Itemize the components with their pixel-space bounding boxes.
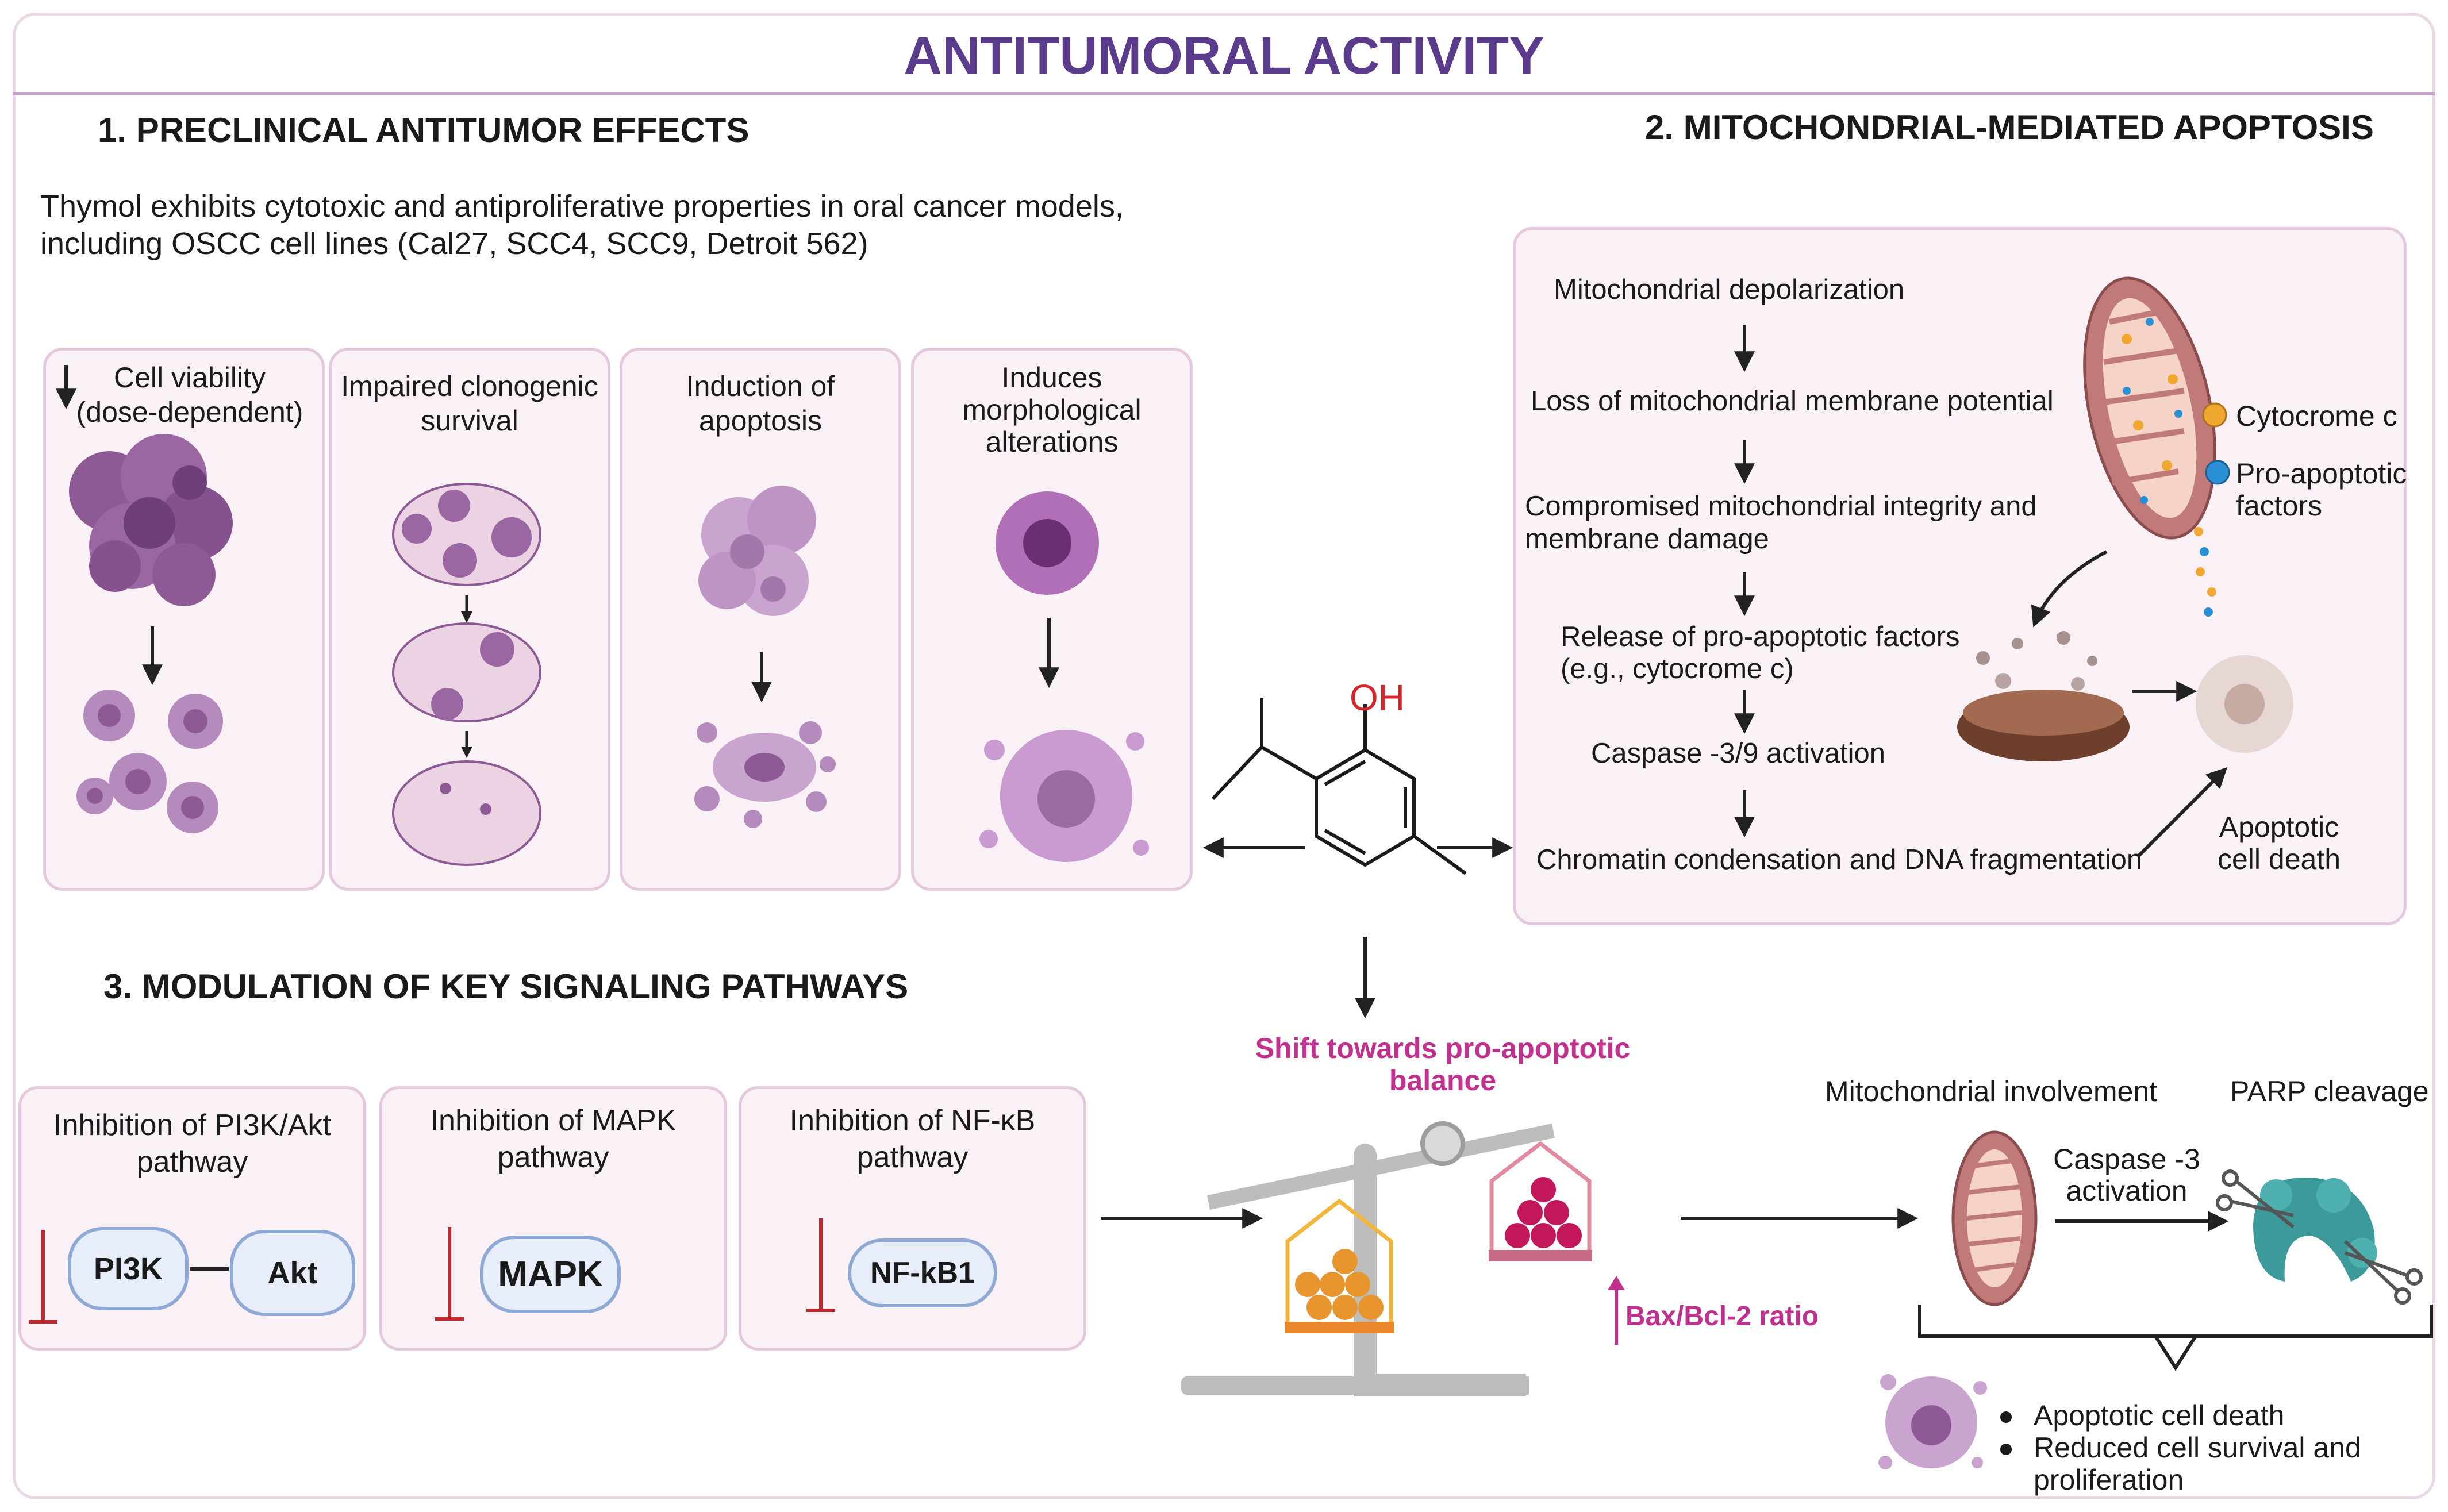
apoptotic-death-line1: Apoptotic bbox=[2219, 811, 2339, 843]
anti-apoptotic-pan-icon bbox=[1285, 1198, 1394, 1333]
panel1-label-line2: (dose-dependent) bbox=[76, 396, 303, 428]
section2-heading: 2. MITOCHONDRIAL-MEDIATED APOPTOSIS bbox=[1645, 108, 2374, 147]
pathway3-line2: pathway bbox=[856, 1141, 969, 1174]
title-rule bbox=[13, 92, 2435, 95]
parp-cleavage-label: PARP cleavage bbox=[2230, 1075, 2429, 1107]
apoptotic-cell-icon bbox=[2196, 655, 2293, 753]
ratio-up-arrow-icon bbox=[1608, 1276, 1625, 1345]
pathway2-line2: pathway bbox=[497, 1141, 609, 1174]
pathway1-line2: pathway bbox=[136, 1145, 248, 1179]
apoptotic-cell-outcome-icon bbox=[1878, 1374, 1987, 1469]
hydroxyl-label: OH bbox=[1350, 677, 1405, 718]
apoptotic-death-line2: cell death bbox=[2217, 843, 2341, 875]
panel2-label-line1: Impaired clonogenic bbox=[341, 370, 598, 402]
panel3-label-line2: apoptosis bbox=[698, 405, 823, 437]
colony-dish-sparse-icon bbox=[392, 760, 541, 866]
shift-line2: balance bbox=[1389, 1064, 1497, 1097]
reduced-cells-icon bbox=[76, 690, 223, 833]
outcome-bullet2-line2: proliferation bbox=[2034, 1464, 2184, 1496]
outcome-bullet2-line1: Reduced cell survival and bbox=[2034, 1432, 2361, 1464]
spiky-cell-icon bbox=[996, 491, 1099, 595]
mapk-node: MAPK bbox=[480, 1236, 621, 1313]
pi3k-node: PI3K bbox=[68, 1227, 189, 1310]
main-title: ANTITUMORAL ACTIVITY bbox=[904, 26, 1544, 85]
step-release-line1: Release of pro-apoptotic factors bbox=[1561, 621, 1960, 652]
step-chromatin: Chromatin condensation and DNA fragmenta… bbox=[1536, 844, 2143, 875]
fragmented-cells-icon bbox=[694, 721, 836, 828]
colony-dish-medium-icon bbox=[392, 622, 541, 722]
section3-heading: 3. MODULATION OF KEY SIGNALING PATHWAYS bbox=[103, 967, 909, 1006]
outcome-bracket bbox=[1918, 1305, 2433, 1371]
section1-description-line1: Thymol exhibits cytotoxic and antiprolif… bbox=[40, 189, 1124, 224]
cells-apoptotic-icon bbox=[698, 486, 816, 616]
mitochondrion-small-icon bbox=[1951, 1130, 2038, 1306]
akt-node: Akt bbox=[230, 1230, 355, 1316]
parp-protein-icon bbox=[2253, 1178, 2377, 1282]
panel4-label-line2: morphological bbox=[962, 394, 1142, 426]
ruptured-mitochondrion-icon bbox=[1957, 631, 2130, 761]
bullet-icon bbox=[2000, 1411, 2012, 1455]
cytochrome-legend-dot-icon bbox=[2202, 402, 2227, 428]
pro-apoptotic-pan-icon bbox=[1489, 1141, 1592, 1261]
released-factors-icon bbox=[2194, 527, 2216, 617]
flow-arrows bbox=[1734, 325, 2228, 858]
pathway3-line1: Inhibition of NF-κB bbox=[789, 1104, 1036, 1137]
pathway1-line1: Inhibition of PI3K/Akt bbox=[53, 1109, 331, 1142]
shift-line1: Shift towards pro-apoptotic bbox=[1255, 1032, 1631, 1064]
step-depolarization: Mitochondrial depolarization bbox=[1554, 274, 1905, 305]
legend-cytochrome: Cytocrome c bbox=[2236, 400, 2397, 432]
panel4-label-line1: Induces bbox=[1001, 361, 1102, 394]
step-release-line2: (e.g., cytocrome c) bbox=[1561, 653, 1794, 684]
section1-heading: 1. PRECLINICAL ANTITUMOR EFFECTS bbox=[98, 111, 750, 149]
mito-involvement-label: Mitochondrial involvement bbox=[1825, 1075, 2158, 1107]
mitochondria-panel bbox=[1513, 227, 2407, 925]
panel4-label-line3: alterations bbox=[985, 426, 1119, 458]
inhibition-icon bbox=[29, 1218, 835, 1324]
outer-frame bbox=[13, 13, 2435, 1499]
pathway2-line1: Inhibition of MAPK bbox=[430, 1104, 677, 1137]
scissors-icon bbox=[2216, 1169, 2423, 1305]
step-integrity-line1: Compromised mitochondrial integrity and bbox=[1525, 491, 2037, 522]
molecule-arrows bbox=[1202, 837, 1513, 1019]
section1-description-line2: including OSCC cell lines (Cal27, SCC4, … bbox=[40, 226, 868, 261]
benzene-ring-icon bbox=[1211, 698, 1467, 875]
panel2-label-line2: survival bbox=[421, 405, 518, 437]
nfkb-node: NF-kB1 bbox=[848, 1238, 997, 1307]
balance-scale-icon bbox=[1181, 1121, 1555, 1396]
proapoptotic-legend-dot-icon bbox=[2205, 460, 2230, 485]
panel3-label-line1: Induction of bbox=[686, 370, 835, 402]
legend-proapoptotic-line1: Pro-apoptotic bbox=[2236, 457, 2407, 490]
panel1-label-line1: Cell viability bbox=[114, 361, 266, 394]
altered-cell-icon bbox=[979, 730, 1149, 862]
bax-bcl2-ratio: Bax/Bcl-2 ratio bbox=[1625, 1301, 1819, 1332]
outcome-bullet1: Apoptotic cell death bbox=[2034, 1399, 2285, 1432]
step-integrity-line2: membrane damage bbox=[1525, 524, 1769, 555]
caspase3-line1: Caspase -3 bbox=[2053, 1143, 2200, 1175]
step-membrane-potential: Loss of mitochondrial membrane potential bbox=[1531, 386, 2054, 417]
caspase3-line2: activation bbox=[2066, 1175, 2188, 1207]
legend-proapoptotic-line2: factors bbox=[2236, 490, 2323, 522]
step-caspase: Caspase -3/9 activation bbox=[1591, 738, 1886, 769]
mitochondrion-icon bbox=[2083, 276, 2216, 540]
cancer-cell-cluster-icon bbox=[69, 434, 233, 606]
colony-dish-icon bbox=[392, 483, 541, 586]
